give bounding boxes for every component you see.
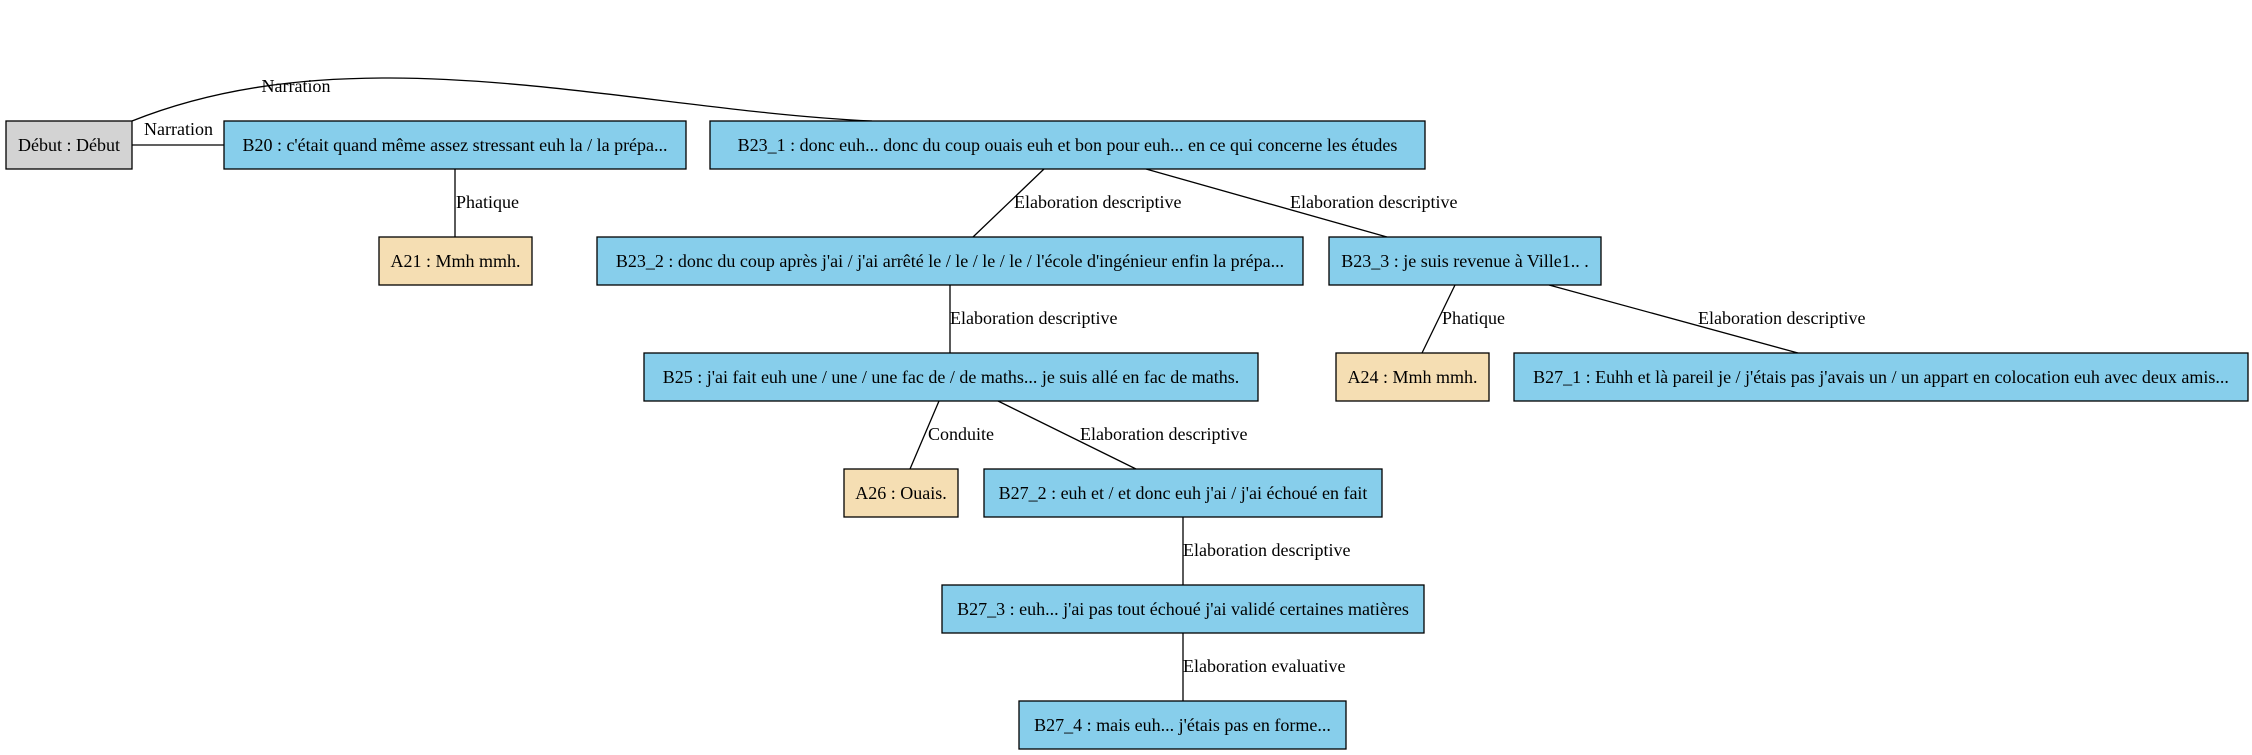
node-box xyxy=(1513,352,2249,402)
edge-label-B27_3-to-B27_4: Elaboration evaluative xyxy=(1183,656,1345,676)
node-box xyxy=(1335,352,1490,402)
edge-B23_3-to-B27_1 xyxy=(1548,284,1799,354)
node-box xyxy=(223,120,687,170)
node-label: A24 : Mmh mmh. xyxy=(1347,367,1477,387)
edge-label-B23_3-to-A24: Phatique xyxy=(1442,308,1505,328)
node-b23-3: B23_3 : je suis revenue à Ville1.. . xyxy=(1328,236,1602,286)
node-label: B20 : c'était quand même assez stressant… xyxy=(242,135,667,155)
edge-label-B20-to-A21: Phatique xyxy=(456,192,519,212)
node-box xyxy=(596,236,1304,286)
node-label: A26 : Ouais. xyxy=(855,483,947,503)
node-b20: B20 : c'était quand même assez stressant… xyxy=(223,120,687,170)
node-b27-2: B27_2 : euh et / et donc euh j'ai / j'ai… xyxy=(983,468,1383,518)
node-box xyxy=(1018,700,1347,750)
edge-label-start-to-B23_1: Narration xyxy=(262,76,331,96)
edge-label-B25-to-A26: Conduite xyxy=(928,424,994,444)
node-b27-4: B27_4 : mais euh... j'étais pas en forme… xyxy=(1018,700,1347,750)
node-box xyxy=(843,468,959,518)
node-label: B27_2 : euh et / et donc euh j'ai / j'ai… xyxy=(999,483,1368,503)
edge-start-to-B23_1 xyxy=(131,77,873,122)
edge-label-start-to-B20: Narration xyxy=(144,119,213,139)
node-b27-1: B27_1 : Euhh et là pareil je / j'étais p… xyxy=(1513,352,2249,402)
edge-B25-to-B27_2 xyxy=(997,400,1137,470)
node-label: A21 : Mmh mmh. xyxy=(390,251,520,271)
node-box xyxy=(643,352,1259,402)
node-b27-3: B27_3 : euh... j'ai pas tout échoué j'ai… xyxy=(941,584,1425,634)
node-label: B25 : j'ai fait euh une / une / une fac … xyxy=(663,367,1240,387)
edge-B25-to-A26 xyxy=(909,400,940,470)
edge-label-B23_1-to-B23_3: Elaboration descriptive xyxy=(1290,192,1457,212)
node-box xyxy=(378,236,533,286)
node-box xyxy=(1328,236,1602,286)
node-label: B27_3 : euh... j'ai pas tout échoué j'ai… xyxy=(957,599,1409,619)
node-label: B27_4 : mais euh... j'étais pas en forme… xyxy=(1034,715,1331,735)
edge-B23_1-to-B23_2 xyxy=(972,168,1045,238)
node-a24: A24 : Mmh mmh. xyxy=(1335,352,1490,402)
node-label: B23_3 : je suis revenue à Ville1.. . xyxy=(1341,251,1589,271)
node-b23-1: B23_1 : donc euh... donc du coup ouais e… xyxy=(709,120,1426,170)
node-label: B27_1 : Euhh et là pareil je / j'étais p… xyxy=(1533,367,2229,387)
edge-label-B23_1-to-B23_2: Elaboration descriptive xyxy=(1014,192,1181,212)
node-box xyxy=(709,120,1426,170)
node-b25: B25 : j'ai fait euh une / une / une fac … xyxy=(643,352,1259,402)
node-label: B23_1 : donc euh... donc du coup ouais e… xyxy=(738,135,1398,155)
edge-label-B25-to-B27_2: Elaboration descriptive xyxy=(1080,424,1247,444)
node-a21: A21 : Mmh mmh. xyxy=(378,236,533,286)
node-label: Début : Début xyxy=(18,135,120,155)
edge-label-B23_3-to-B27_1: Elaboration descriptive xyxy=(1698,308,1865,328)
node-b23-2: B23_2 : donc du coup après j'ai / j'ai a… xyxy=(596,236,1304,286)
node-box xyxy=(5,120,133,170)
edge-label-B23_2-to-B25: Elaboration descriptive xyxy=(950,308,1117,328)
node-box xyxy=(941,584,1425,634)
node-start: Début : Début xyxy=(5,120,133,170)
node-a26: A26 : Ouais. xyxy=(843,468,959,518)
node-label: B23_2 : donc du coup après j'ai / j'ai a… xyxy=(616,251,1284,271)
nodes-layer: Début : Début B20 : c'était quand même as… xyxy=(5,120,2249,750)
edges-layer xyxy=(131,77,1799,701)
edge-B23_3-to-A24 xyxy=(1421,284,1456,354)
node-box xyxy=(983,468,1383,518)
edge-label-B27_2-to-B27_3: Elaboration descriptive xyxy=(1183,540,1350,560)
edge-B23_1-to-B23_3 xyxy=(1145,168,1388,238)
